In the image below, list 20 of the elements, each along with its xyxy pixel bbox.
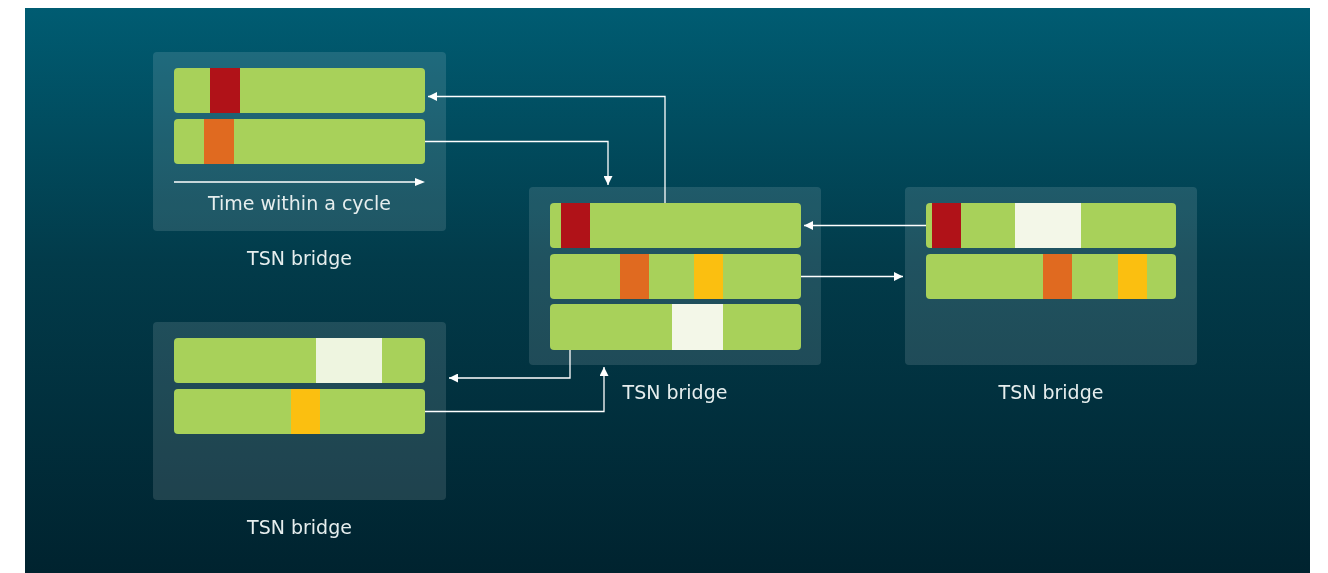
axis-label: Time within a cycle [207,192,392,214]
arrow [424,366,609,413]
timeline-bar [550,203,801,248]
arrow [427,92,666,204]
arrow [800,272,904,281]
arrow [448,349,571,383]
timeline-bar [926,254,1176,299]
bridge-label: TSN bridge [621,381,729,403]
arrow [424,140,613,186]
timeline-bar [550,254,801,299]
bridge-label: TSN bridge [246,516,353,538]
timeline-bar [174,389,425,434]
bridge-label: TSN bridge [997,381,1105,403]
bridge-label: TSN bridge [246,247,353,269]
timeline-bar [926,203,1176,248]
timeline-bar [550,304,801,350]
timeline-bar [174,338,425,383]
arrow [803,221,927,230]
timeline-bar [174,119,425,164]
timeline-bar [174,68,425,113]
